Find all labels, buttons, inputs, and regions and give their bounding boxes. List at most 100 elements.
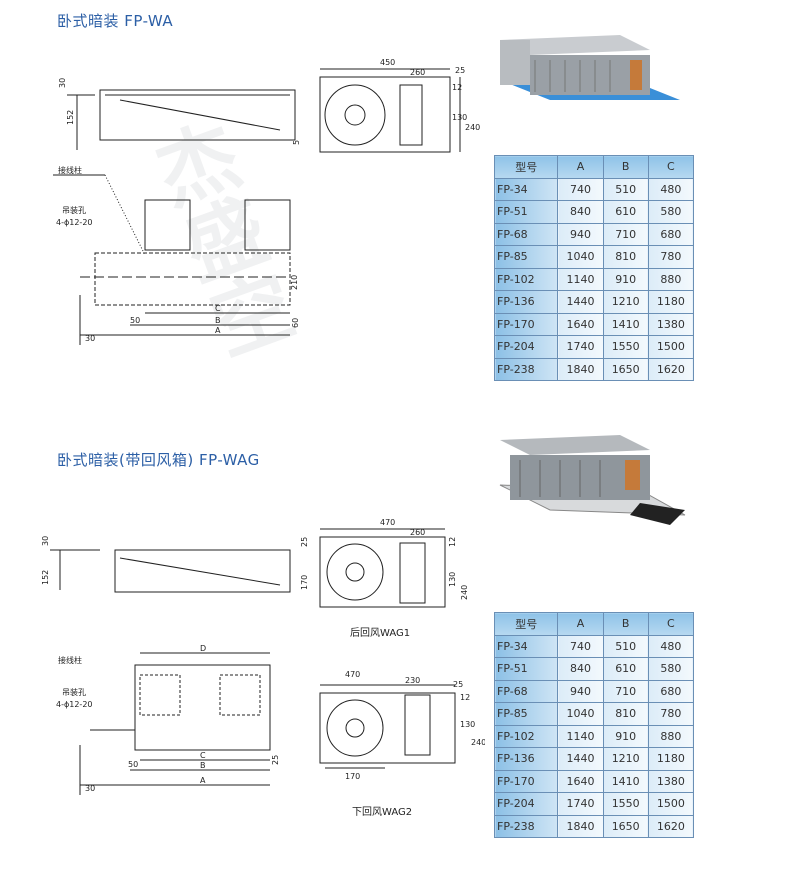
dimension-cell: 740 [557,177,604,201]
svg-text:130: 130 [448,572,457,587]
svg-text:152: 152 [66,110,75,125]
dimension-cell: 940 [557,679,604,703]
column-header: A [557,612,604,636]
dimension-cell: 780 [647,245,695,269]
dimension-cell: 810 [602,702,649,726]
svg-text:240: 240 [460,585,469,600]
svg-text:A: A [200,776,206,785]
dimension-cell: 480 [647,634,695,658]
dimension-cell: 1140 [557,724,604,748]
svg-text:4-ϕ12-20: 4-ϕ12-20 [56,700,93,709]
svg-text:240: 240 [471,738,485,747]
side-view-diagram-wag2: 470 230 25 12 130 240 170 [319,670,485,780]
dimension-cell: 1840 [557,814,604,838]
dimension-cell: 1620 [647,814,695,838]
dimension-cell: 1640 [557,312,604,336]
section1-title: 卧式暗装 FP-WA [57,12,174,30]
model-cell: FP-136 [493,747,559,771]
model-cell: FP-34 [493,634,559,658]
svg-text:12: 12 [448,537,457,547]
column-header: 型号 [493,155,559,179]
front-view-diagram-wa: 30 152 5 [58,78,301,150]
dimension-cell: 1550 [602,335,649,359]
dimension-cell: 610 [602,200,649,224]
dimension-cell: 1040 [557,702,604,726]
dimension-cell: 1040 [557,245,604,269]
svg-text:25: 25 [271,755,280,765]
svg-text:30: 30 [58,78,67,88]
svg-text:B: B [200,761,206,770]
dimension-cell: 1550 [602,792,649,816]
svg-text:5: 5 [292,140,301,145]
model-cell: FP-170 [493,312,559,336]
column-header: C [647,612,695,636]
dimension-cell: 1410 [602,312,649,336]
dimension-cell: 1500 [647,792,695,816]
column-header: A [557,155,604,179]
side-view-diagram-wag1: 470 260 25 170 12 130 240 [300,518,469,608]
model-cell: FP-136 [493,290,559,314]
dimension-cell: 1380 [647,312,695,336]
dimension-cell: 1440 [557,290,604,314]
svg-text:210: 210 [290,275,299,290]
svg-text:C: C [215,304,221,313]
svg-text:30: 30 [41,536,50,546]
model-cell: FP-170 [493,769,559,793]
svg-text:170: 170 [300,575,309,590]
column-header: B [602,155,649,179]
column-header: C [647,155,695,179]
caption-wag2: 下回风WAG2 [352,807,413,818]
dimension-cell: 710 [602,222,649,246]
svg-text:50: 50 [130,316,140,325]
svg-text:130: 130 [452,113,467,122]
dimension-cell: 940 [557,222,604,246]
model-cell: FP-51 [493,200,559,224]
svg-text:152: 152 [41,570,50,585]
dimension-cell: 1140 [557,267,604,291]
dimension-cell: 580 [647,657,695,681]
dimension-cell: 1500 [647,335,695,359]
dimension-cell: 1210 [602,290,649,314]
dimension-cell: 840 [557,200,604,224]
svg-text:B: B [215,316,221,325]
model-cell: FP-34 [493,177,559,201]
dimension-cell: 910 [602,267,649,291]
dimension-cell: 880 [647,267,695,291]
svg-text:12: 12 [452,83,462,92]
dimension-cell: 680 [647,679,695,703]
dimension-cell: 1840 [557,357,604,381]
column-header: B [602,612,649,636]
dimension-cell: 1440 [557,747,604,771]
svg-text:25: 25 [453,680,463,689]
svg-text:470: 470 [380,518,395,527]
front-view-diagram-wag: 30 152 [41,536,291,593]
model-cell: FP-85 [493,702,559,726]
svg-text:470: 470 [345,670,360,679]
fan-coil-unit-photo-wag [499,435,686,525]
dimension-cell: 510 [602,634,649,658]
svg-text:50: 50 [128,760,138,769]
dimension-cell: 1650 [602,357,649,381]
model-cell: FP-204 [493,335,559,359]
svg-text:A: A [215,326,221,335]
column-header: 型号 [493,612,559,636]
fan-coil-unit-photo-wa [500,35,680,100]
dimension-cell: 610 [602,657,649,681]
side-view-diagram-wa: 450 260 25 12 130 240 [319,58,480,153]
dimension-cell: 1620 [647,357,695,381]
svg-text:230: 230 [405,676,420,685]
dimension-cell: 1180 [647,747,695,771]
svg-text:25: 25 [455,66,465,75]
